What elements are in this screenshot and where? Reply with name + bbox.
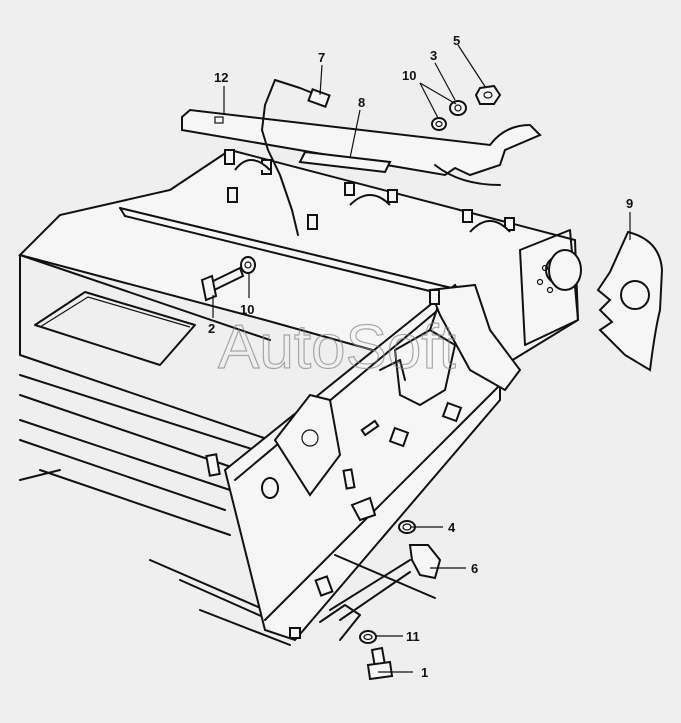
callout-12: 12 — [214, 70, 228, 85]
part-9-cover-plate — [596, 230, 664, 372]
callout-5: 5 — [453, 33, 460, 48]
callout-7: 7 — [318, 50, 325, 65]
callout-3: 3 — [430, 48, 437, 63]
callout-8: 8 — [358, 95, 365, 110]
callout-labels: 1 2 3 4 5 6 7 8 9 10 10 11 12 — [208, 33, 633, 680]
leader-lines — [212, 44, 631, 673]
callout-11: 11 — [406, 629, 420, 644]
callout-1: 1 — [421, 665, 428, 680]
callout-10-left: 10 — [240, 302, 254, 317]
top-studs — [224, 149, 515, 305]
machine-body — [18, 148, 582, 646]
hardware-top-right — [431, 84, 502, 131]
hardware-bottom — [289, 520, 442, 681]
part-12-wrench-bar — [181, 108, 542, 186]
callout-4: 4 — [448, 520, 456, 535]
bolt-2-and-washer — [200, 256, 256, 302]
callout-10-top: 10 — [402, 68, 416, 83]
callout-6: 6 — [471, 561, 478, 576]
callout-9: 9 — [626, 196, 633, 211]
part-8-rubber-pad — [298, 150, 392, 174]
watermark-text: AutoSoft — [218, 313, 456, 382]
part-7-chain — [261, 79, 331, 236]
callout-2: 2 — [208, 321, 215, 336]
